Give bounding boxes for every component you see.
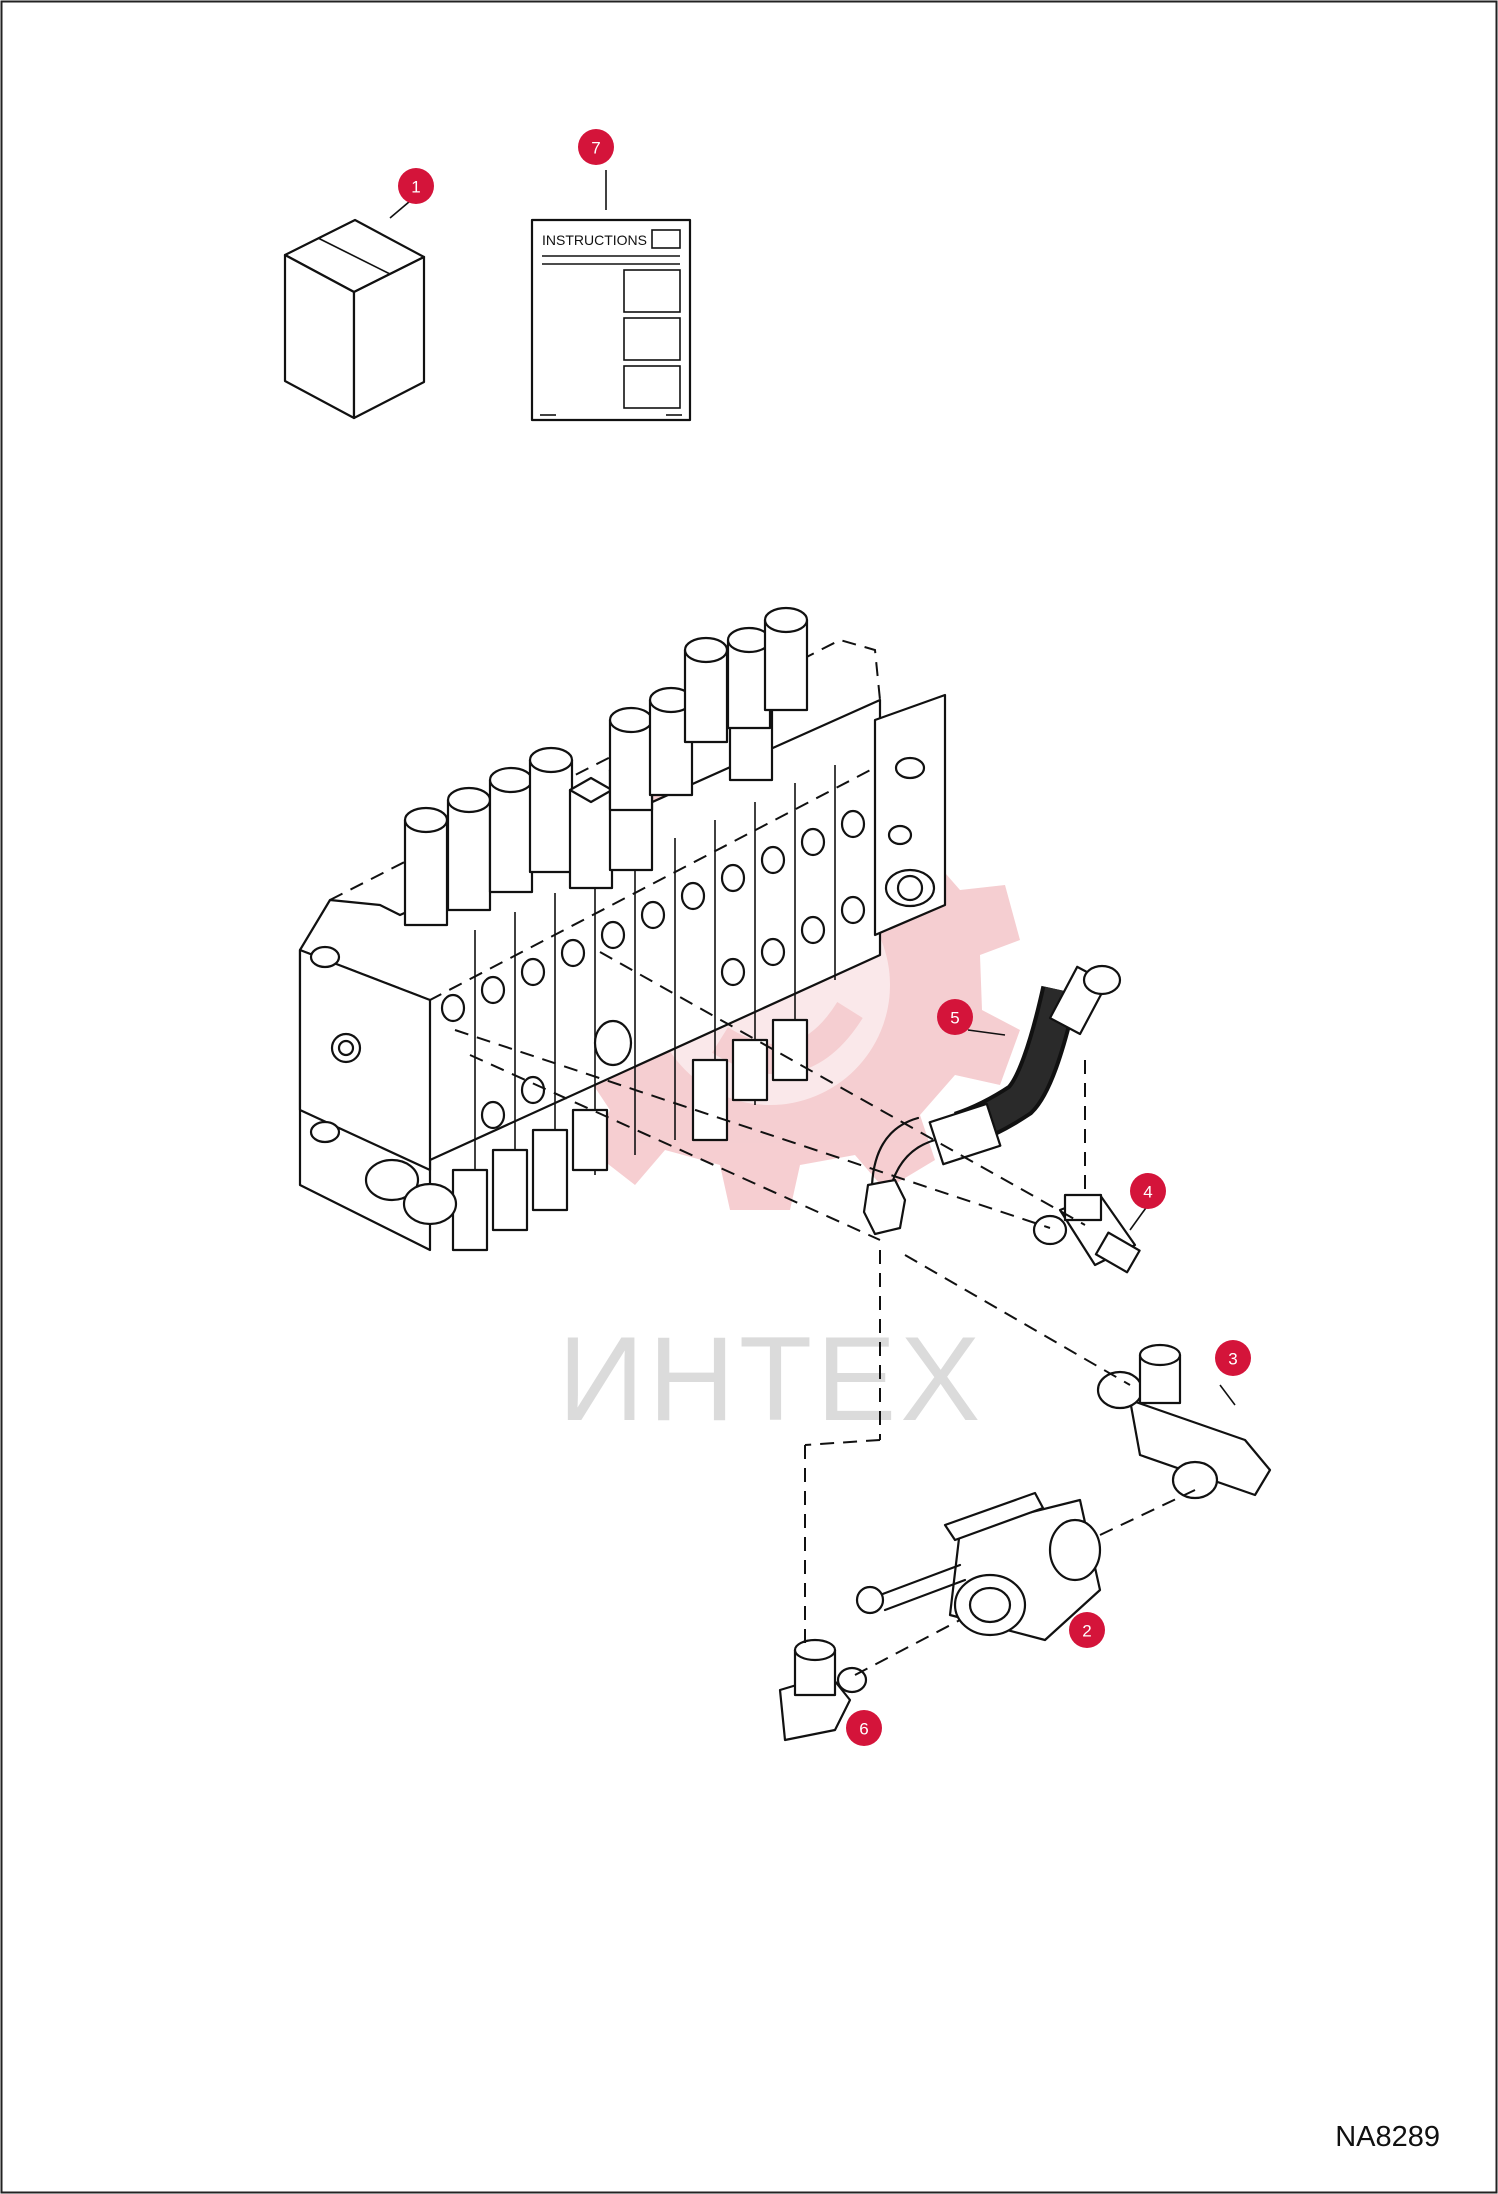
part-1-box (283, 218, 426, 420)
part-7-instructions-sheet: INSTRUCTIONS (530, 218, 692, 422)
drawing-code: NA8289 (1335, 2121, 1440, 2153)
callout-3-number: 3 (1228, 1350, 1237, 1369)
callout-5-number: 5 (950, 1009, 959, 1028)
callout-2-number: 2 (1082, 1622, 1091, 1641)
instructions-label: INSTRUCTIONS (542, 232, 647, 248)
callout-7-number: 7 (591, 139, 600, 158)
assembly-lines (454, 951, 1196, 1676)
callout-1: 1 (398, 168, 434, 204)
watermark-text: ИНТЕХ (558, 1312, 984, 1446)
part-4-tee-fitting (1032, 1193, 1141, 1274)
part-2-ball-valve (855, 1491, 1102, 1642)
callout-6-number: 6 (859, 1720, 868, 1739)
callout-4: 4 (1130, 1173, 1166, 1209)
callout-2: 2 (1069, 1612, 1105, 1648)
callout-3: 3 (1215, 1340, 1251, 1376)
callout-7: 7 (578, 129, 614, 165)
part-5-hose (862, 964, 1122, 1236)
control-valve-assembly (298, 606, 947, 1252)
part-3-adapter-fitting (1096, 1343, 1272, 1500)
callout-5: 5 (937, 999, 973, 1035)
callout-1-number: 1 (411, 178, 420, 197)
callout-4-number: 4 (1143, 1183, 1152, 1202)
part-6-elbow-fitting (778, 1638, 868, 1742)
callout-6: 6 (846, 1710, 882, 1746)
